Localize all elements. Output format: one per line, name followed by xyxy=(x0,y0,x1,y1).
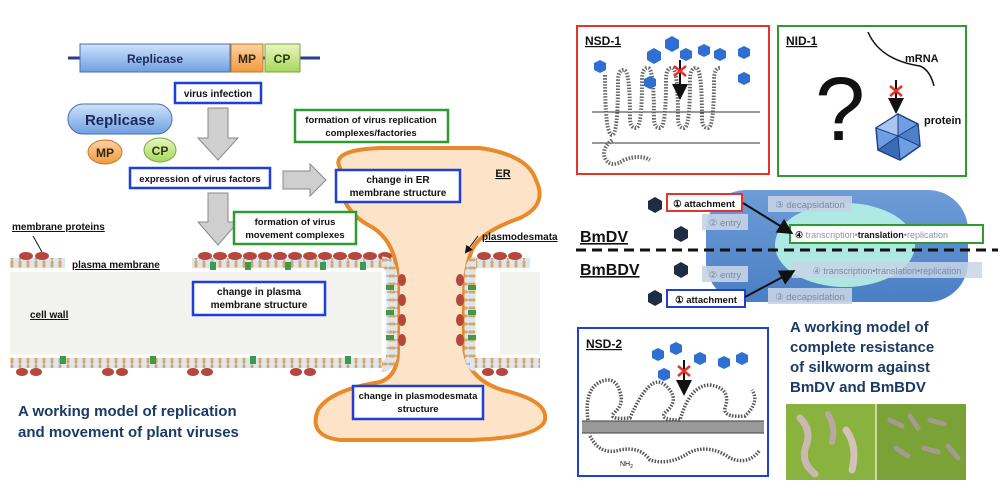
membrane-proteins-label: membrane proteins xyxy=(12,222,105,233)
nid1-title: NID-1 xyxy=(786,34,818,48)
nsd2-title: NSD-2 xyxy=(586,337,622,351)
plasmodesmata-pointer xyxy=(464,235,479,254)
question-mark: ? xyxy=(815,60,865,160)
svg-text:② entry: ② entry xyxy=(709,270,742,281)
right-caption-line4: BmDV and BmBDV xyxy=(790,379,926,396)
pd-change-box: change in plasmodesmata structure xyxy=(351,384,485,421)
svg-text:membrane structure: membrane structure xyxy=(350,188,447,199)
cell-wall-label: cell wall xyxy=(30,310,69,321)
protein-label: protein xyxy=(924,115,962,127)
replicase-protein: Replicase xyxy=(67,103,173,135)
nsd1-title: NSD-1 xyxy=(585,34,621,48)
nsd1-panel: NSD-1 xyxy=(576,25,770,175)
left-caption-line2: and movement of plant viruses xyxy=(18,424,239,441)
step-decapsidation-top: ③ decapsidation xyxy=(768,196,852,212)
er-shape xyxy=(313,146,548,442)
step-ttr-bottom: ④ transcription•translation•replication xyxy=(792,262,982,278)
genome-replicase-box xyxy=(79,43,231,73)
down-arrow-2 xyxy=(196,192,240,246)
svg-text:structure: structure xyxy=(397,404,438,415)
svg-text:④ transcription•transla: ④ transcription•translation•replication xyxy=(795,230,948,240)
plasma-membrane-label: plasma membrane xyxy=(72,260,160,271)
right-caption-line1: A working model of xyxy=(790,319,930,336)
movement-complexes-box: formation of virus movement complexes xyxy=(232,210,358,246)
svg-text:② entry: ② entry xyxy=(709,218,742,229)
right-arrow xyxy=(282,162,327,198)
bmbdv-label: BmBDV xyxy=(580,262,640,279)
svg-text:change in ER: change in ER xyxy=(366,175,430,186)
svg-text:CP: CP xyxy=(152,144,169,158)
svg-text:change in plasma: change in plasma xyxy=(217,287,301,298)
down-arrow-1 xyxy=(196,107,240,161)
pm-change-box: change in plasma membrane structure xyxy=(191,280,327,317)
nh2-label: NH2 xyxy=(620,461,633,470)
step-entry-bottom: ② entry xyxy=(702,266,748,282)
virus-particle-icons xyxy=(648,197,688,306)
plasma-membrane-bottom xyxy=(10,356,540,376)
svg-text:MP: MP xyxy=(96,146,114,160)
replication-complexes-box: formation of virus replication complexes… xyxy=(293,108,450,144)
svg-text:formation of virus: formation of virus xyxy=(255,217,336,228)
plasmodesmata-label: plasmodesmata xyxy=(482,232,558,243)
svg-text:membrane structure: membrane structure xyxy=(211,300,308,311)
svg-text:movement complexes: movement complexes xyxy=(245,230,344,241)
svg-text:③ decapsidation: ③ decapsidation xyxy=(775,200,845,211)
svg-text:① attachment: ① attachment xyxy=(673,199,736,210)
nsd2-panel: NSD-2 NH2 xyxy=(577,327,769,477)
genome-cp-box xyxy=(264,43,301,73)
membrane-proteins-pointer xyxy=(32,235,43,253)
arrow-attachment-to-ttr-bottom xyxy=(744,270,796,298)
silkworm-photo xyxy=(786,404,966,480)
step-entry-top: ② entry xyxy=(702,214,748,230)
svg-text:③ decapsidation: ③ decapsidation xyxy=(775,292,845,303)
svg-text:Replicase: Replicase xyxy=(85,112,155,129)
mrna-label: mRNA xyxy=(905,53,939,65)
cell-wall-right xyxy=(500,272,540,354)
svg-text:① attachment: ① attachment xyxy=(675,295,738,306)
svg-text:complexes/factories: complexes/factories xyxy=(325,128,416,139)
nid1-panel: NID-1 ? mRNA protein xyxy=(777,25,967,177)
svg-text:virus infection: virus infection xyxy=(184,89,252,100)
step-ttr-top: ④ transcription•translation•replication xyxy=(789,224,984,244)
arrow-attachment-to-ttr-top xyxy=(742,202,794,235)
left-caption-line1: A working model of replication xyxy=(18,403,237,420)
genome-mp-label: MP xyxy=(238,52,256,66)
er-label: ER xyxy=(495,168,510,180)
virus-infection-box: virus infection xyxy=(173,81,263,105)
genome-replicase-label: Replicase xyxy=(127,52,183,66)
step-decapsidation-bottom: ③ decapsidation xyxy=(768,288,852,304)
bmdv-label: BmDV xyxy=(580,229,628,246)
expression-box: expression of virus factors xyxy=(128,166,272,190)
genome-map: Replicase MP CP xyxy=(68,43,320,73)
er-change-box: change in ER membrane structure xyxy=(334,168,462,204)
mp-protein: MP xyxy=(87,139,123,165)
genome-cp-label: CP xyxy=(274,52,291,66)
protein-icosahedron-icon xyxy=(874,113,921,161)
svg-text:formation of virus replication: formation of virus replication xyxy=(305,115,437,126)
genome-mp-box xyxy=(230,43,264,73)
cp-protein: CP xyxy=(143,137,177,163)
right-caption-line2: complete resistance xyxy=(790,339,934,356)
step-attachment-bottom: ① attachment xyxy=(666,289,746,308)
svg-text:④ transcription•translation•re: ④ transcription•translation•replication xyxy=(813,266,961,276)
svg-text:change in plasmodesmata: change in plasmodesmata xyxy=(359,391,479,402)
right-caption-line3: of silkworm against xyxy=(790,359,930,376)
svg-text:expression of virus factors: expression of virus factors xyxy=(139,174,260,185)
plasma-membrane-top xyxy=(10,252,530,270)
step-attachment-top: ① attachment xyxy=(666,193,743,212)
